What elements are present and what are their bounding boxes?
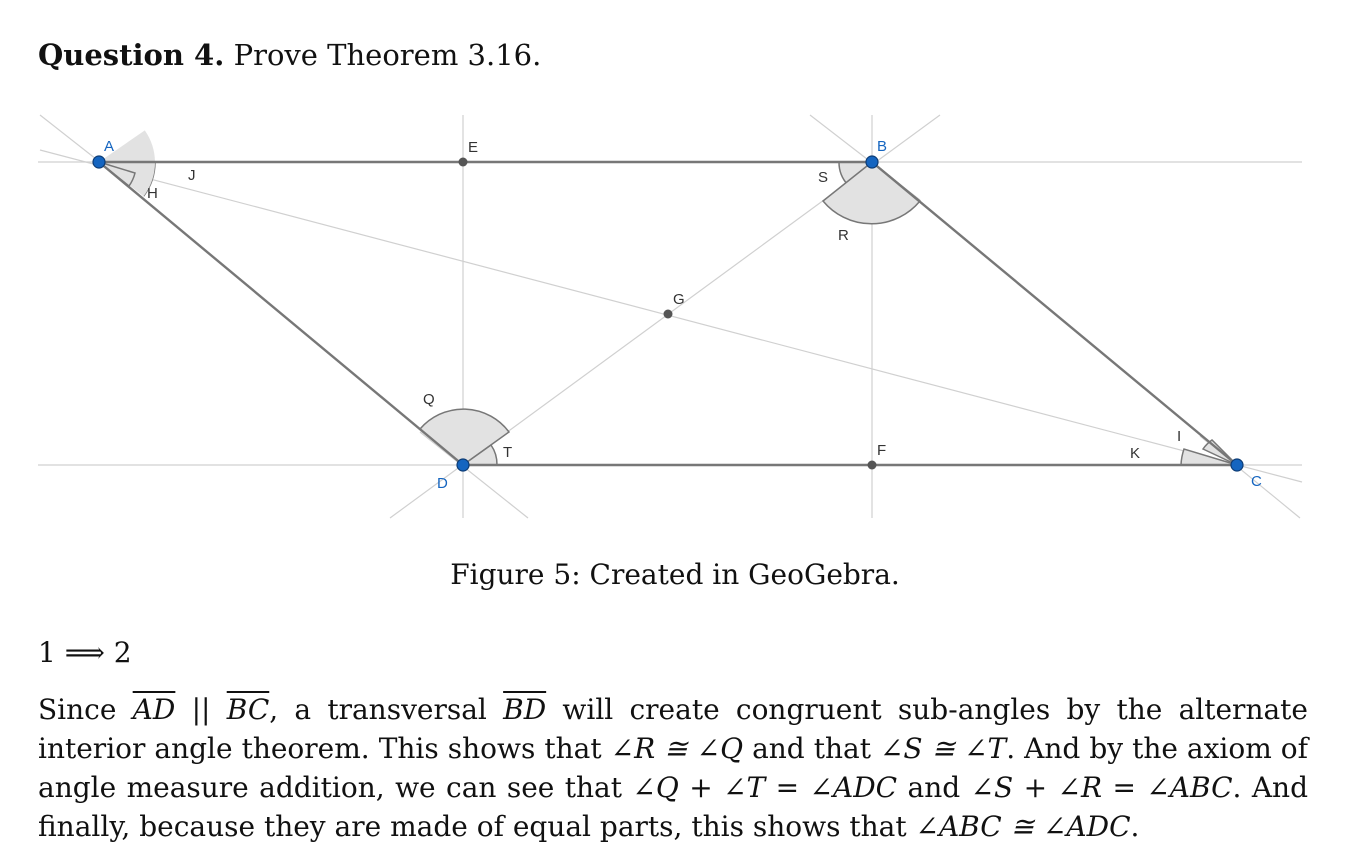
label-a: A xyxy=(104,138,114,155)
point-e xyxy=(458,157,468,167)
point-f xyxy=(867,460,877,470)
label-angle-h: H xyxy=(147,185,158,202)
proof-text-end: . xyxy=(1130,810,1140,843)
label-angle-i: I xyxy=(1177,428,1181,445)
math-s-plus-r: ∠S + ∠R = ∠ABC xyxy=(970,771,1233,804)
geometry-diagram: A B C D E G F H J S R Q T I K xyxy=(38,114,1303,519)
point-g xyxy=(663,309,673,319)
proof-paragraph: Since AD || BC, a transversal BD will cr… xyxy=(38,690,1308,846)
math-r-cong-q: ∠R ≅ ∠Q xyxy=(610,732,744,765)
angle-j-fill xyxy=(99,130,155,162)
parallel-symbol: || xyxy=(175,693,227,726)
label-angle-r: R xyxy=(838,227,849,244)
vertex-d xyxy=(456,458,470,472)
label-c: C xyxy=(1251,473,1262,490)
label-d: D xyxy=(437,475,448,492)
label-e: E xyxy=(468,139,478,156)
geogebra-figure: A B C D E G F H J S R Q T I K xyxy=(0,100,1350,530)
segment-ad: AD xyxy=(132,693,176,726)
side-bc xyxy=(871,161,1238,466)
math-q-plus-t: ∠Q + ∠T = ∠ADC xyxy=(632,771,898,804)
proof-text-4: . And by the axiom of angle measure addi… xyxy=(38,732,1309,804)
segment-bc: BC xyxy=(226,693,270,726)
vertex-c xyxy=(1230,458,1244,472)
math-s-cong-t: ∠S ≅ ∠T xyxy=(879,732,1007,765)
proof-text-3: will create congruent sub-angles by the … xyxy=(38,693,1308,765)
vertex-b xyxy=(865,155,879,169)
label-f: F xyxy=(877,442,886,459)
label-angle-k: K xyxy=(1130,445,1140,462)
proof-text-5: . And finally, because they are made of … xyxy=(38,771,1309,843)
implication-heading: 1 ⟹ 2 xyxy=(38,636,132,669)
question-text: Prove Theorem 3.16. xyxy=(233,38,542,72)
proof-text-and-that: and that xyxy=(752,732,871,765)
vertex-a xyxy=(92,155,106,169)
label-angle-s: S xyxy=(818,169,828,186)
label-g: G xyxy=(673,291,685,308)
label-angle-j: J xyxy=(188,167,196,184)
proof-text-1: Since xyxy=(38,693,117,726)
proof-text-and: and xyxy=(907,771,961,804)
label-b: B xyxy=(877,138,887,155)
figure-caption: Figure 5: Created in GeoGebra. xyxy=(450,558,900,591)
ext-line-d xyxy=(419,431,529,519)
label-angle-t: T xyxy=(503,444,512,461)
angle-r-mark xyxy=(821,161,922,225)
label-angle-q: Q xyxy=(423,391,435,408)
question-label: Question 4. xyxy=(38,38,225,72)
segment-bd: BD xyxy=(503,693,547,726)
angle-q-mark xyxy=(418,408,511,466)
side-da xyxy=(98,161,464,466)
question-heading: Question 4. Prove Theorem 3.16. xyxy=(38,38,541,72)
math-abc-cong-adc: ∠ABC ≅ ∠ADC xyxy=(915,810,1131,843)
proof-text-2: , a transversal xyxy=(269,693,487,726)
